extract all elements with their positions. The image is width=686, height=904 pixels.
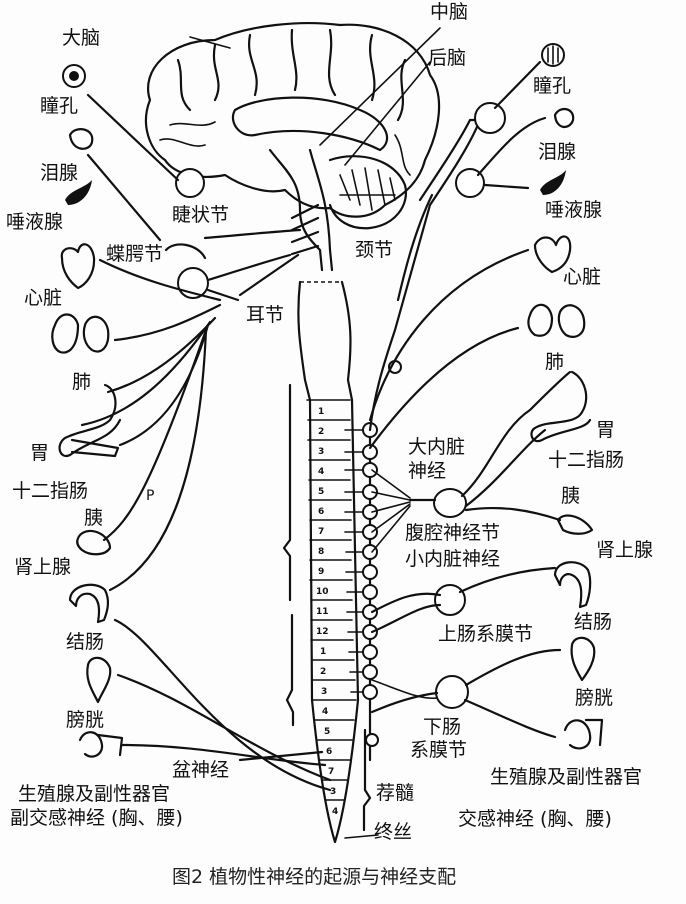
lungs-icon-right — [527, 303, 586, 338]
label-branch-p: P — [146, 488, 155, 504]
label-heart-right: 心脏 — [563, 266, 602, 288]
label-pterygopalatine-ganglion: 蝶腭节 — [106, 243, 164, 265]
salivary-gland-icon-left — [65, 180, 92, 205]
label-cerebrum: 大脑 — [62, 27, 101, 49]
svg-text:3: 3 — [330, 787, 336, 797]
label-reproductive-right: 生殖腺及副性器官 — [490, 766, 643, 788]
label-duodenum-left: 十二指肠 — [12, 480, 89, 502]
label-pancreas-right: 胰 — [561, 485, 581, 507]
colon-icon-left — [68, 583, 110, 624]
svg-text:7: 7 — [318, 527, 324, 537]
label-bladder-left: 膀胱 — [66, 709, 105, 731]
label-superior-mesenteric: 上肠系膜节 — [438, 623, 534, 645]
svg-text:6: 6 — [326, 747, 332, 757]
label-sympathetic-title: 交感神经 (胸、腰) — [458, 808, 612, 830]
svg-text:5: 5 — [324, 727, 330, 737]
label-filum-terminale: 终丝 — [374, 821, 413, 843]
label-adrenal-left: 肾上腺 — [14, 556, 72, 578]
colon-icon-right — [553, 561, 592, 609]
pancreas-icon-right — [556, 514, 594, 535]
label-inferior-mesenteric-1: 下肠 — [423, 716, 462, 738]
pancreas-icon-left — [76, 529, 112, 556]
lacrimal-gland-icon-right — [553, 107, 575, 128]
brain-illustration — [145, 22, 441, 272]
svg-text:9: 9 — [318, 567, 324, 577]
svg-text:5: 5 — [318, 487, 324, 497]
svg-text:11: 11 — [316, 607, 329, 617]
lacrimal-gland-icon-left — [68, 128, 94, 150]
svg-text:4: 4 — [332, 807, 338, 817]
label-stomach-right: 胃 — [596, 419, 616, 441]
svg-text:2: 2 — [318, 427, 324, 437]
label-heart-left: 心脏 — [24, 287, 63, 309]
stomach-icon-left — [58, 383, 122, 458]
sympathetic-chain — [344, 60, 572, 762]
chain-ganglia — [362, 422, 379, 747]
heart-icon-right — [533, 235, 572, 274]
pupil-icon-left — [62, 64, 86, 88]
label-pupil-right: 瞳孔 — [533, 75, 572, 97]
right-organs — [527, 43, 604, 750]
label-colon-right: 结肠 — [574, 611, 613, 633]
label-bladder-right: 膀胱 — [575, 687, 614, 709]
salivary-gland-icon-right — [540, 170, 566, 195]
label-cervical-ganglion: 颈节 — [355, 239, 394, 261]
segment-numbers: 1 2 3 4 5 6 7 8 9 10 11 12 1 2 3 4 5 6 7… — [316, 407, 338, 817]
svg-text:4: 4 — [322, 707, 328, 717]
duodenum-icon-left — [70, 438, 120, 458]
svg-text:6: 6 — [318, 507, 324, 517]
thoracic-segments — [306, 399, 357, 801]
label-stomach-left: 胃 — [30, 442, 50, 464]
label-salivary-left: 唾液腺 — [6, 211, 64, 233]
label-colon-left: 结肠 — [66, 631, 105, 653]
label-pancreas-left: 胰 — [84, 507, 104, 529]
lungs-icon-left — [51, 313, 110, 354]
label-adrenal-right: 肾上腺 — [596, 539, 654, 561]
svg-text:1: 1 — [320, 647, 326, 657]
label-greater-splanchnic-2: 神经 — [408, 460, 447, 482]
left-organs — [51, 64, 124, 758]
svg-text:1: 1 — [318, 407, 324, 417]
bladder-icon-left — [86, 656, 112, 704]
parasympathetic-fibres — [80, 93, 332, 792]
label-otic-ganglion: 耳节 — [246, 304, 285, 326]
label-lacrimal-left: 泪腺 — [40, 162, 79, 184]
label-lacrimal-right: 泪腺 — [538, 141, 577, 163]
label-lung-left: 肺 — [72, 371, 92, 393]
label-lung-right: 肺 — [545, 351, 565, 373]
label-greater-splanchnic-1: 大内脏 — [408, 436, 466, 458]
spinal-cord — [282, 280, 379, 844]
svg-text:3: 3 — [318, 447, 324, 457]
label-pupil-left: 瞳孔 — [40, 95, 79, 117]
reproductive-organ-icon-right — [563, 718, 604, 750]
svg-text:10: 10 — [316, 587, 329, 597]
svg-text:3: 3 — [321, 687, 327, 697]
pupil-icon-right — [541, 43, 565, 67]
label-parasympathetic-title: 副交感神经 (胸、腰) — [10, 807, 183, 829]
label-celiac-ganglion: 腹腔神经节 — [405, 522, 501, 544]
reproductive-organ-icon-left — [78, 731, 124, 758]
label-duodenum-right: 十二指肠 — [548, 449, 625, 471]
label-reproductive-left: 生殖腺及副性器官 — [18, 783, 171, 805]
svg-text:2: 2 — [320, 667, 326, 677]
label-midbrain: 中脑 — [430, 1, 469, 23]
figure-caption: 图2 植物性神经的起源与神经支配 — [172, 866, 457, 888]
svg-text:8: 8 — [318, 547, 324, 557]
label-sacral-cord: 荐髓 — [376, 782, 415, 804]
svg-text:12: 12 — [316, 627, 329, 637]
label-pelvic-nerve: 盆神经 — [172, 759, 230, 781]
svg-text:7: 7 — [328, 767, 334, 777]
heart-icon-left — [60, 243, 96, 290]
label-inferior-mesenteric-2: 系膜节 — [410, 739, 468, 761]
svg-text:4: 4 — [318, 467, 324, 477]
label-ciliary-ganglion: 睫状节 — [172, 204, 230, 226]
bladder-icon-right — [570, 636, 596, 682]
label-hindbrain: 后脑 — [428, 47, 467, 69]
stomach-icon-right — [530, 370, 592, 443]
label-lesser-splanchnic: 小内脏神经 — [405, 548, 501, 570]
label-salivary-right: 唾液腺 — [545, 199, 603, 221]
